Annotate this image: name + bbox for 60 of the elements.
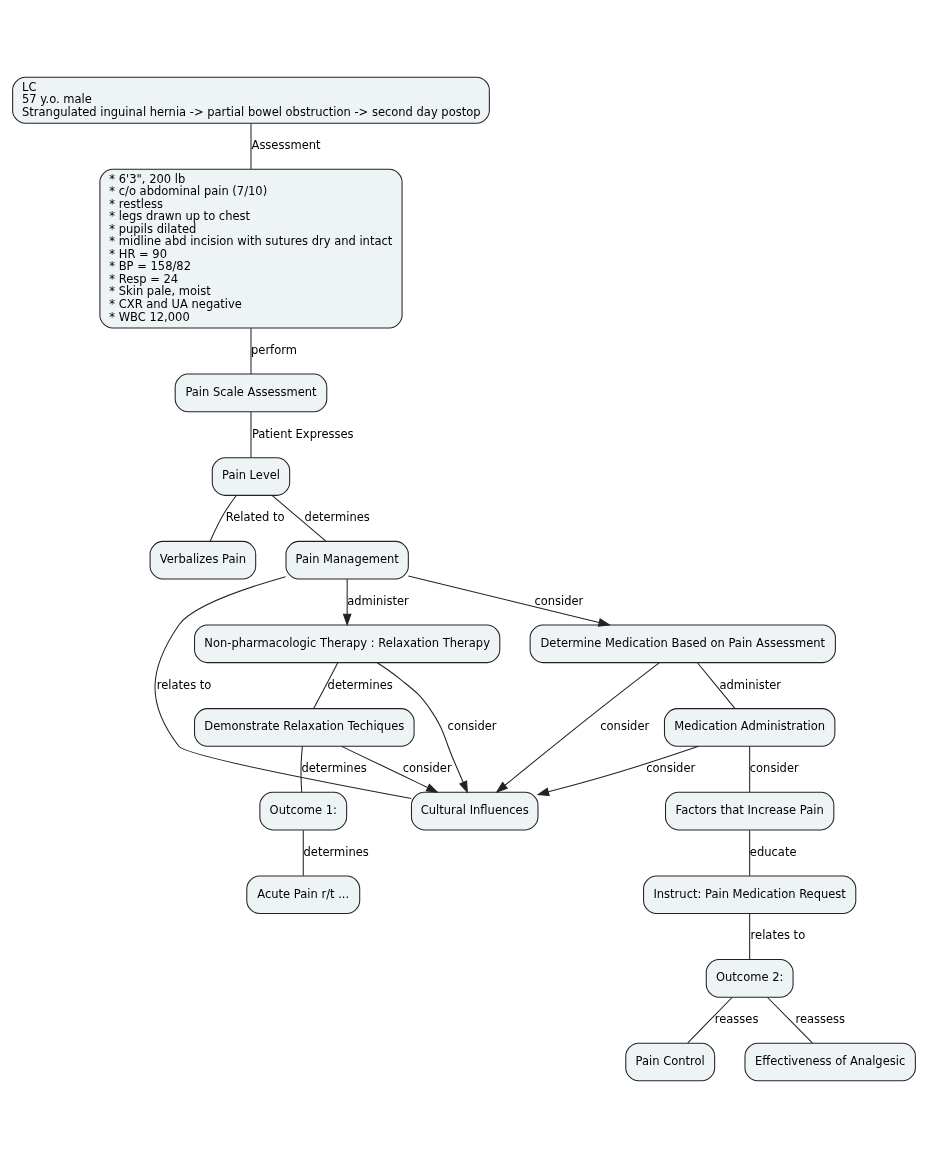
edge-label: consider	[646, 761, 696, 776]
arrow	[341, 745, 439, 793]
edge-label: relates to	[156, 677, 212, 692]
edge-label: consider	[534, 593, 584, 608]
edge-label: consider	[600, 719, 650, 734]
edge-label: perform	[251, 343, 297, 358]
connector	[767, 997, 813, 1044]
arrow	[342, 578, 352, 627]
connector	[209, 495, 237, 542]
connector	[300, 745, 303, 793]
edge-label: consider	[402, 761, 452, 776]
edge-label: administer	[719, 677, 781, 692]
connector	[749, 913, 751, 960]
edge-label: Related to	[225, 510, 285, 525]
arrow	[407, 575, 611, 627]
connector	[697, 662, 736, 709]
node-box: LC 57 y.o. male Strangulated inguinal hernia -> partial bowel obstruction -> second day postop	[12, 76, 490, 124]
node-box: Non-pharmacologic Therapy : Relaxation Therapy	[194, 624, 501, 664]
edge-label: Patient Expresses	[251, 426, 354, 441]
node-box: Outcome 2:	[705, 959, 794, 998]
edge-label: reasses	[714, 1012, 759, 1027]
node-box: Cultural Influences	[410, 791, 539, 831]
connector	[749, 829, 751, 877]
connector	[250, 122, 252, 170]
edge-label: consider	[749, 761, 799, 776]
connector	[687, 997, 733, 1044]
node-box: Effectiveness of Analgesic	[744, 1042, 916, 1082]
connector	[154, 576, 412, 800]
edge-label: determines	[304, 510, 370, 525]
node-box: Medication Administration	[663, 708, 836, 747]
node-box: Outcome 1:	[259, 791, 348, 831]
edge-label: Assessment	[251, 138, 321, 153]
node-box: Demonstrate Relaxation Techiques	[194, 708, 415, 747]
connector	[302, 829, 304, 877]
arrow	[536, 745, 700, 796]
node-box: Pain Control	[625, 1042, 716, 1082]
edge-label: determines	[301, 761, 367, 776]
connector	[250, 411, 252, 458]
node-box: Determine Medication Based on Pain Assessment	[529, 624, 836, 664]
edge-label: educate	[749, 844, 797, 859]
node-box: Factors that Increase Pain	[665, 791, 835, 831]
edge-label: determines	[327, 677, 393, 692]
node-box: Instruct: Pain Medication Request	[643, 875, 857, 915]
edge-label: reassess	[795, 1012, 846, 1027]
edge-label: determines	[303, 844, 369, 859]
connector	[271, 495, 327, 542]
edge-label: relates to	[750, 928, 806, 943]
arrow	[376, 662, 468, 794]
node-box: Verbalizes Pain	[149, 540, 257, 580]
connector	[749, 746, 751, 793]
node-box: Pain Scale Assessment	[174, 373, 328, 413]
connector	[313, 662, 339, 709]
connector	[250, 327, 252, 375]
node-box: Pain Management	[285, 540, 409, 580]
edge-label: administer	[347, 593, 409, 608]
node-box: Acute Pain r/t ...	[246, 875, 361, 915]
node-box: * 6'3", 200 lb * c/o abdominal pain (7/10) * restless * legs drawn up to chest * pupils dilated * midline abd incision with sutures dry and intact * HR = 90 * BP = 158/82 * Resp = 24 * Skin pale, moist * CXR and UA negative * WBC 12,000	[99, 168, 403, 329]
edge-label: consider	[447, 719, 497, 734]
arrow	[495, 662, 660, 793]
node-box: Pain Level	[211, 457, 291, 496]
